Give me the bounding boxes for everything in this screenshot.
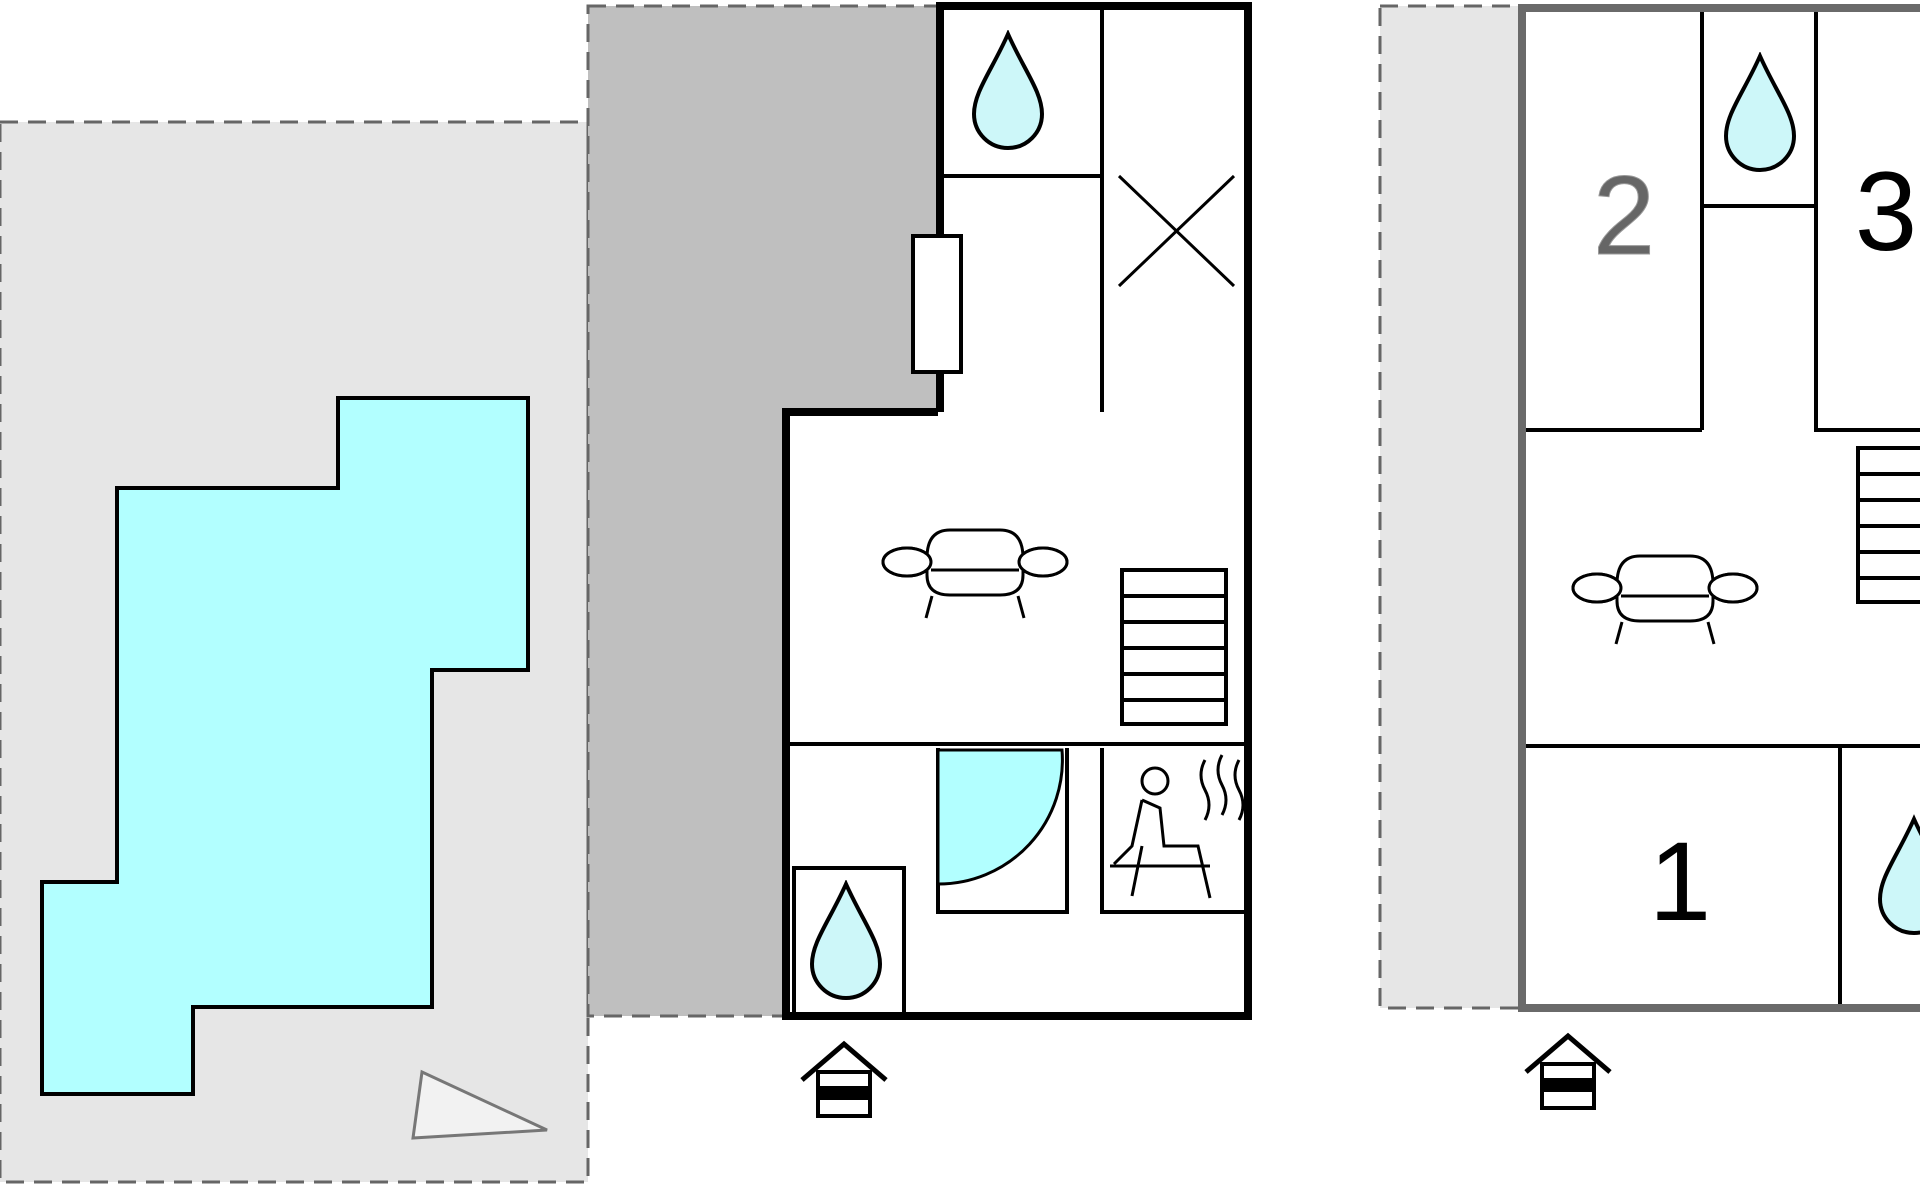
upper-exterior-wall <box>1518 4 1920 1012</box>
house-top-interior <box>940 6 1246 416</box>
room-number: 3 <box>1855 149 1917 274</box>
exterior-wall <box>782 2 1252 1020</box>
north-arrow-icon <box>411 1069 548 1140</box>
room-number: 2 <box>1593 153 1655 278</box>
stairs-icon <box>1120 568 1228 726</box>
interior-walls <box>786 6 1246 1012</box>
sauna-icon <box>1110 754 1245 899</box>
ground-floor-plan <box>0 2 1252 1184</box>
window <box>911 234 963 374</box>
upper-interior-walls <box>1522 8 1920 1008</box>
entrance-icon <box>1526 1036 1610 1108</box>
upper-floor-plan: 2 3 1 <box>1378 4 1920 1108</box>
shower-icon <box>936 748 1064 886</box>
swimming-pool <box>40 396 530 1096</box>
room-number: 1 <box>1649 819 1711 944</box>
terrace-area <box>1378 4 1524 1010</box>
cross-icon <box>1117 174 1236 288</box>
upper-house-interior <box>1522 6 1920 1008</box>
stairs-icon <box>1856 446 1920 604</box>
entrance-icon <box>802 1044 886 1116</box>
